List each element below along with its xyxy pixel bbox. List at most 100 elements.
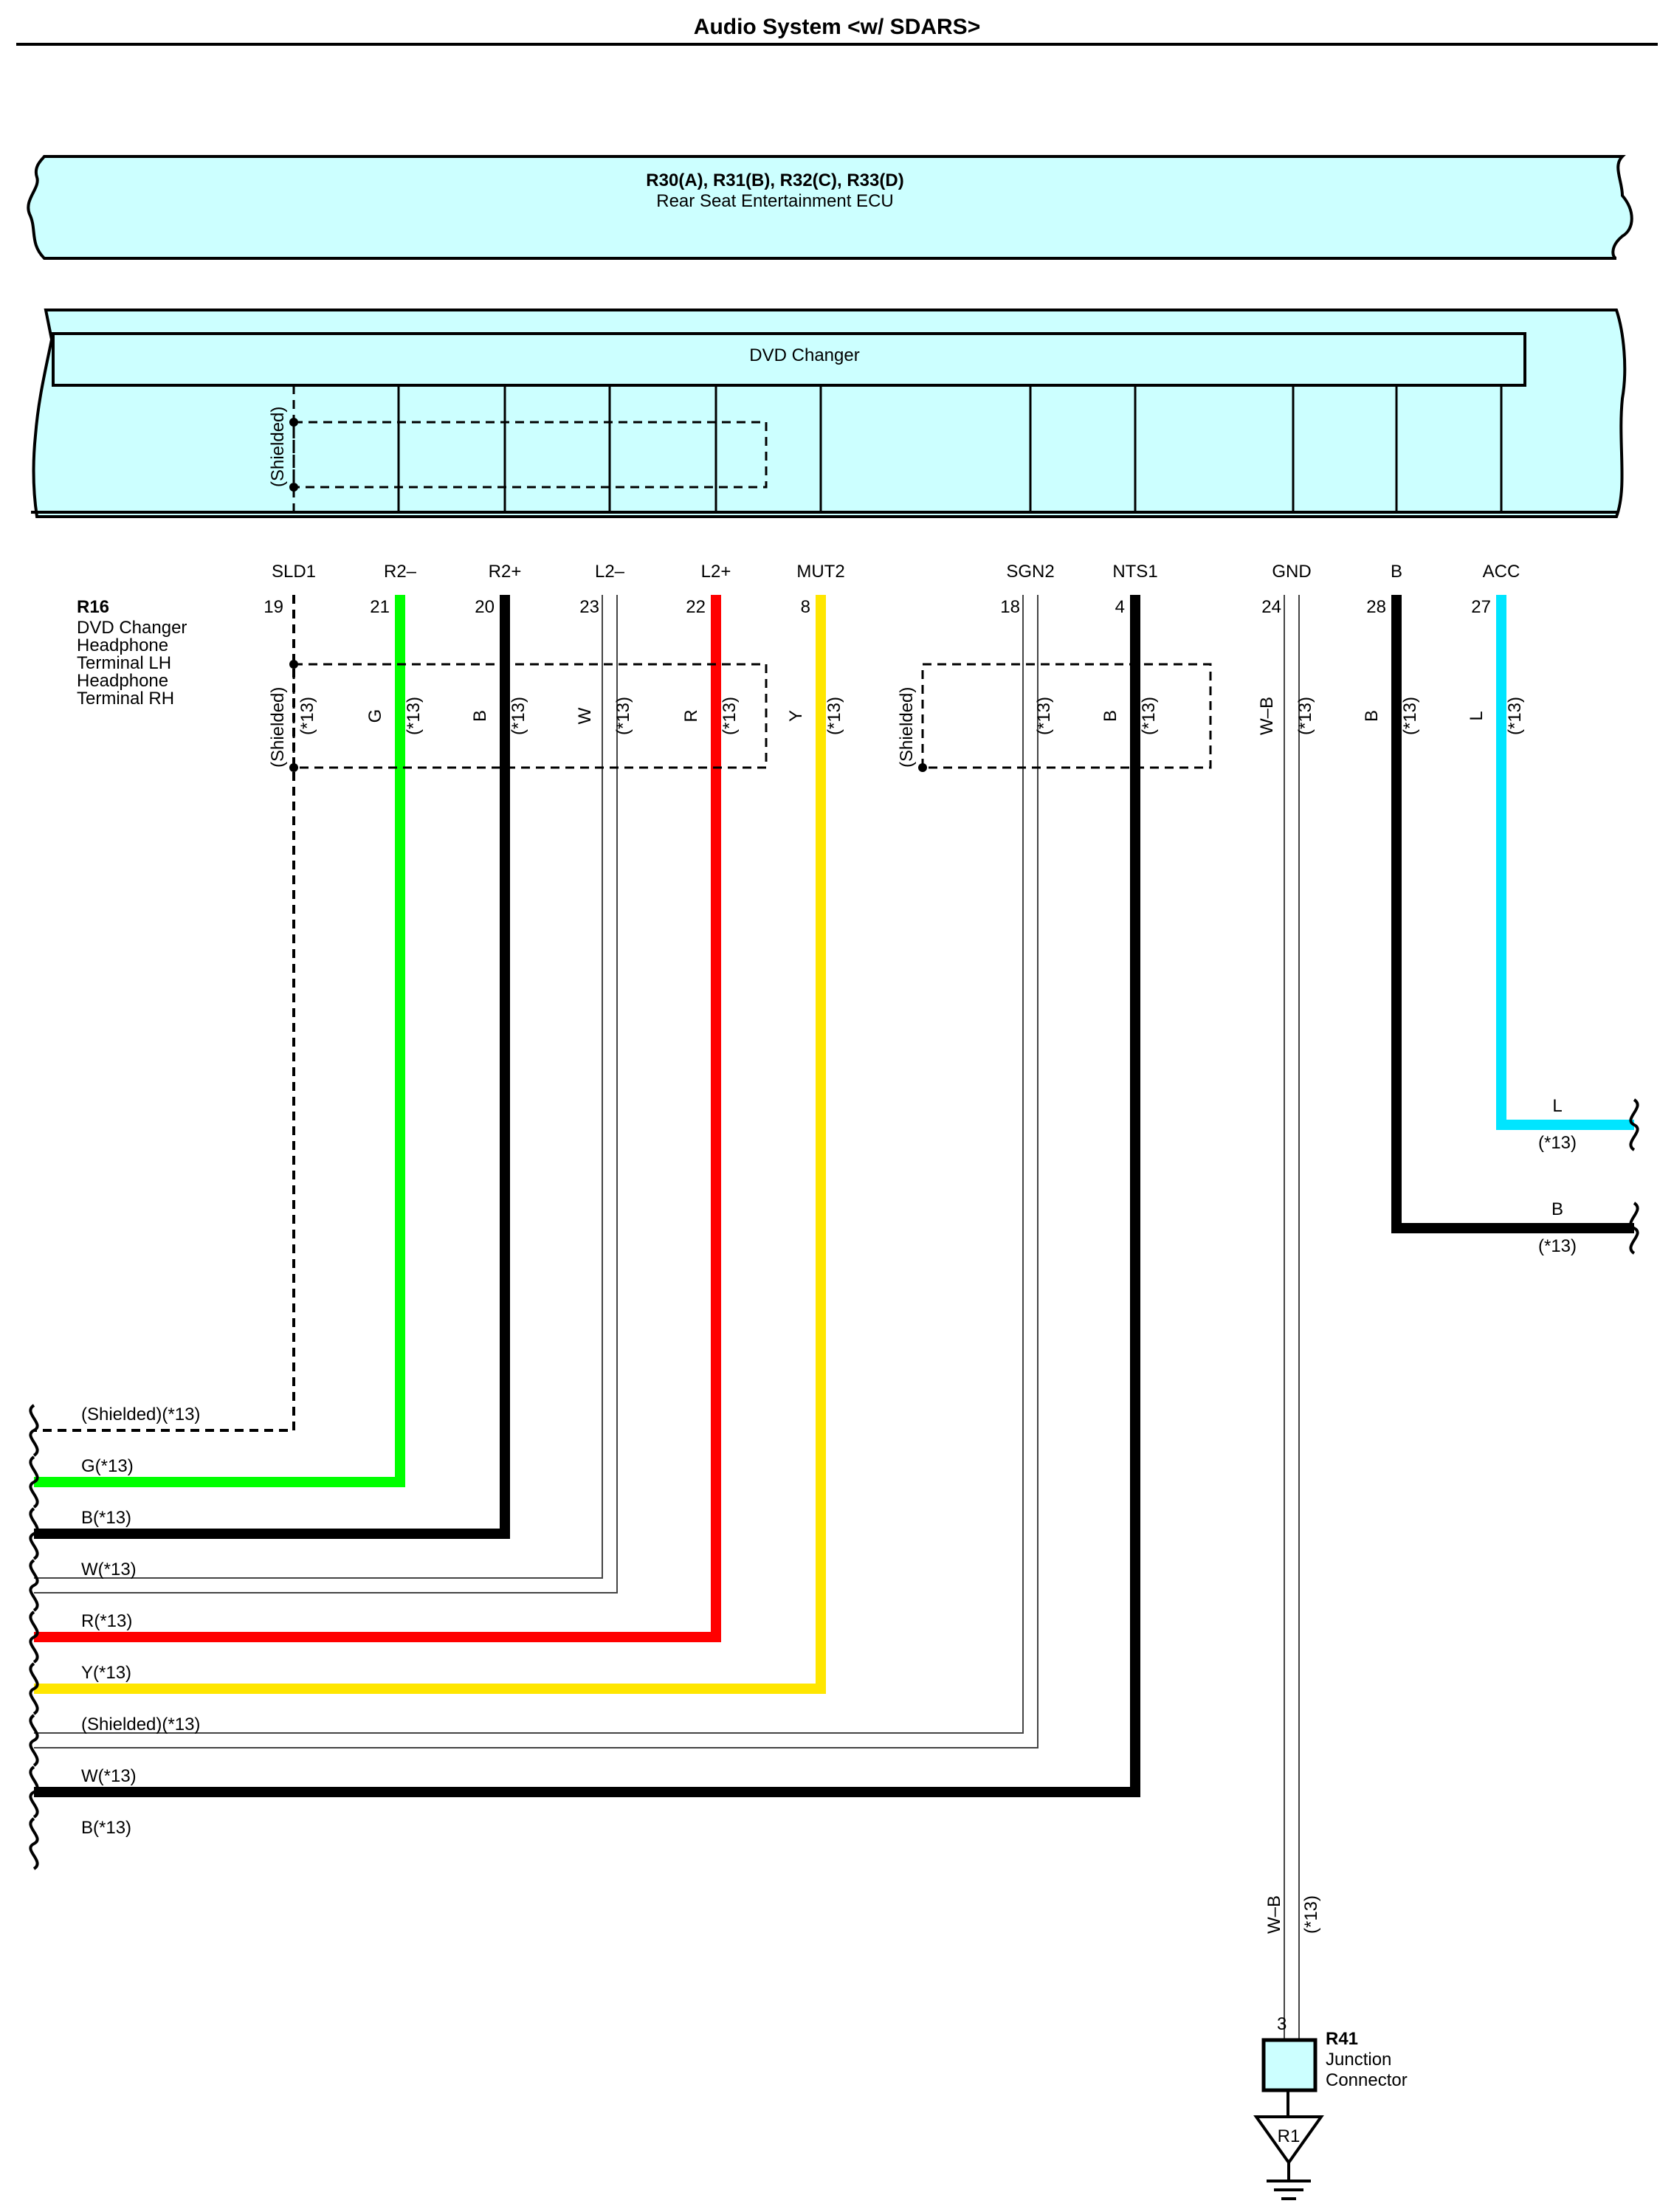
wire-NTS1 xyxy=(34,595,1140,1797)
r16-desc-line: DVD Changer xyxy=(77,618,187,638)
internal-shield-box xyxy=(292,421,768,489)
r16-code: R16 xyxy=(77,597,109,617)
left-exit-label: B(*13) xyxy=(81,1818,131,1838)
pin-note: (*13) xyxy=(1295,697,1315,735)
r16-desc-line: Terminal LH xyxy=(77,653,171,673)
break-mark xyxy=(29,1455,39,1509)
left-exit-label: W(*13) xyxy=(81,1560,137,1579)
pin-note: (*13) xyxy=(1034,697,1054,735)
ecu-band xyxy=(27,155,1633,260)
page-title: Audio System <w/ SDARS> xyxy=(694,15,980,39)
gnd-run-wire: W–B xyxy=(1264,1895,1284,1934)
pin-note: (*13) xyxy=(1505,697,1525,735)
break-mark xyxy=(29,1714,39,1767)
break-mark xyxy=(29,1817,39,1870)
pin-number: 21 xyxy=(370,597,390,617)
junction-line1: Junction xyxy=(1326,2050,1391,2070)
pin-wire-code: B xyxy=(470,710,490,722)
right-exit-note: (*13) xyxy=(1538,1236,1577,1256)
break-mark xyxy=(1629,1202,1639,1255)
pin-wire-code: R xyxy=(681,709,701,722)
left-exit-label: B(*13) xyxy=(81,1508,131,1528)
pin-number: 20 xyxy=(475,597,495,617)
pin-labels: SLD119(*13)R2–21G(*13)R2+20B(*13)L2–23W(… xyxy=(264,562,1525,735)
left-exit-label: W(*13) xyxy=(81,1766,137,1786)
left-exit-label: Y(*13) xyxy=(81,1663,131,1683)
junction-code: R41 xyxy=(1326,2029,1358,2049)
break-mark xyxy=(29,1662,39,1715)
wire-SLD1 xyxy=(34,595,295,1432)
break-mark xyxy=(29,1610,39,1664)
break-mark xyxy=(29,1765,39,1819)
ecu-name: Rear Seat Entertainment ECU xyxy=(656,191,893,211)
right-exit-wire: B xyxy=(1551,1199,1563,1219)
left-exits: (Shielded)(*13) G(*13) B(*13) W(*13) R(*13) Y… xyxy=(29,1404,200,1870)
left-exit-label: R(*13) xyxy=(81,1611,132,1631)
pin-wire-code: W xyxy=(575,707,595,724)
pin-name: L2+ xyxy=(701,562,731,582)
shield-box-1 xyxy=(292,663,768,769)
pin-note: (*13) xyxy=(720,697,740,735)
pin-name: SLD1 xyxy=(272,562,316,582)
junction-connector-r41 xyxy=(1261,2038,1318,2092)
break-mark xyxy=(29,1559,39,1612)
pin-note: (*13) xyxy=(509,697,528,735)
pin-note: (*13) xyxy=(1400,697,1420,735)
pin-name: B xyxy=(1391,562,1402,582)
pin-wire-code: L xyxy=(1467,711,1487,720)
pin-name: L2– xyxy=(595,562,625,582)
break-mark xyxy=(1629,1098,1639,1151)
pin-number: 22 xyxy=(686,597,706,617)
right-exits: L (*13) B (*13) xyxy=(1538,1096,1639,1256)
right-exit-note: (*13) xyxy=(1538,1133,1577,1153)
pin-number: 23 xyxy=(579,597,599,617)
ecu-connectors: R30(A), R31(B), R32(C), R33(D) xyxy=(646,170,903,190)
break-mark xyxy=(29,1404,39,1457)
pin-number: 19 xyxy=(264,597,283,617)
left-exit-label: (Shielded)(*13) xyxy=(81,1715,200,1734)
pin-number: 28 xyxy=(1366,597,1386,617)
pin-note: (*13) xyxy=(1139,697,1159,735)
gnd-run-pin: 3 xyxy=(1277,2014,1286,2034)
pin-note: (*13) xyxy=(297,697,317,735)
pin-number: 24 xyxy=(1261,597,1281,617)
pin-wire-code: B xyxy=(1362,710,1382,722)
pin-number: 8 xyxy=(801,597,810,617)
pin-name: MUT2 xyxy=(796,562,844,582)
r16-desc-line: Terminal RH xyxy=(77,689,174,709)
pin-name: NTS1 xyxy=(1112,562,1157,582)
internal-dividers xyxy=(292,385,1503,512)
pin-name: GND xyxy=(1272,562,1311,582)
internal-shield-label: (Shielded) xyxy=(268,407,288,487)
r16-desc-line: Headphone xyxy=(77,635,168,655)
pin-wire-code: G xyxy=(365,709,385,723)
shield-box-2-label: (Shielded) xyxy=(897,687,917,768)
right-exit-wire: L xyxy=(1552,1096,1562,1116)
pin-note: (*13) xyxy=(824,697,844,735)
left-exit-label: G(*13) xyxy=(81,1456,134,1476)
ground-label: R1 xyxy=(1278,2126,1301,2146)
pin-wire-code: W–B xyxy=(1257,697,1277,735)
pin-number: 27 xyxy=(1471,597,1491,617)
pin-number: 18 xyxy=(1000,597,1020,617)
r16-desc-line: Headphone xyxy=(77,671,168,691)
left-exit-label: (Shielded)(*13) xyxy=(81,1405,200,1424)
pin-name: SGN2 xyxy=(1006,562,1054,582)
wire-B-28 xyxy=(1391,595,1634,1233)
shield-box-2 xyxy=(921,663,1212,769)
dvd-changer-label: DVD Changer xyxy=(749,345,859,365)
pin-note: (*13) xyxy=(404,697,424,735)
ground-symbol xyxy=(1253,2115,1324,2166)
pin-name: ACC xyxy=(1483,562,1520,582)
wire-L2+ xyxy=(34,595,721,1642)
pin-name: R2– xyxy=(384,562,417,582)
pin-wire-code: B xyxy=(1100,710,1120,722)
pin-number: 4 xyxy=(1115,597,1125,617)
wires xyxy=(34,595,1634,2040)
shield-box-1-label: (Shielded) xyxy=(268,687,288,768)
pin-note: (*13) xyxy=(613,697,633,735)
pin-wire-code: Y xyxy=(786,710,806,722)
gnd-run-note: (*13) xyxy=(1301,1895,1321,1934)
